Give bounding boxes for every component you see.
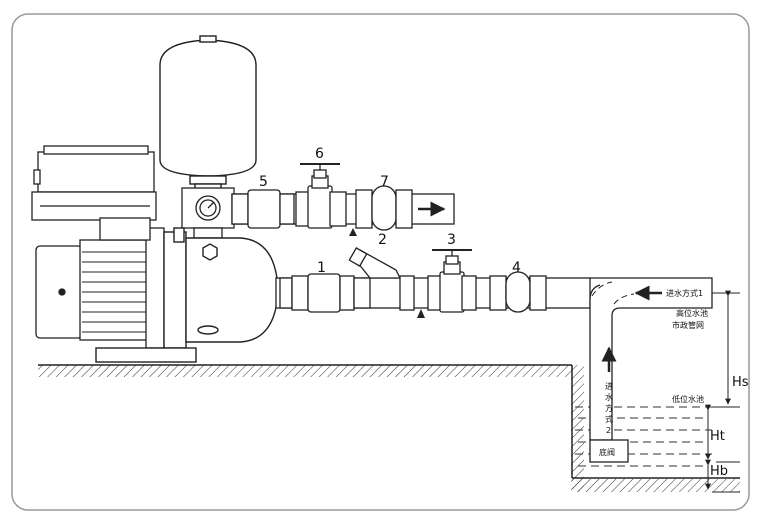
component-number-7: 7	[380, 174, 389, 190]
controller-box	[31, 145, 157, 221]
gate-valve-6	[300, 163, 340, 189]
discharge-pipe	[231, 185, 455, 231]
suction-port-arrow	[417, 309, 425, 318]
component-number-1: 1	[317, 260, 326, 276]
ground	[38, 364, 740, 492]
discharge-port-arrow	[349, 228, 357, 236]
low-tank-label: 低位水池	[672, 394, 704, 404]
component-number-6: 6	[315, 146, 324, 162]
inlet-mode-2-char-1: 水	[605, 392, 613, 402]
suction-pipe	[275, 247, 713, 441]
component-number-3: 3	[447, 232, 456, 248]
pressure-gauge	[181, 187, 235, 239]
inlet-mode-2-char-0: 进	[605, 382, 613, 391]
hs-label: Hs	[732, 375, 749, 390]
inlet-mode-2-char-2: 方	[605, 403, 613, 413]
ht-label: Ht	[710, 429, 725, 444]
component-number-4: 4	[512, 260, 521, 276]
component-number-5: 5	[259, 174, 268, 190]
dimension-lines	[705, 290, 740, 493]
motor	[35, 217, 165, 349]
pump-body	[95, 227, 279, 363]
low-tank-water	[575, 406, 712, 467]
foot-valve-label: 底阀	[599, 447, 615, 457]
inlet-mode-2-char-3: 式	[605, 414, 613, 424]
inlet-pipe-2	[591, 281, 635, 305]
foot-valve	[589, 439, 629, 463]
pressure-tank	[159, 35, 257, 193]
gate-valve-3	[432, 249, 472, 275]
component-number-2: 2	[378, 232, 387, 248]
inlet-mode-1-label: 进水方式1	[666, 288, 703, 298]
municipal-network-label: 市政管网	[672, 320, 704, 330]
high-tank-label: 高位水池	[676, 308, 708, 318]
inlet-mode-2-char-4: 2	[606, 426, 611, 435]
hb-label: Hb	[710, 464, 728, 479]
